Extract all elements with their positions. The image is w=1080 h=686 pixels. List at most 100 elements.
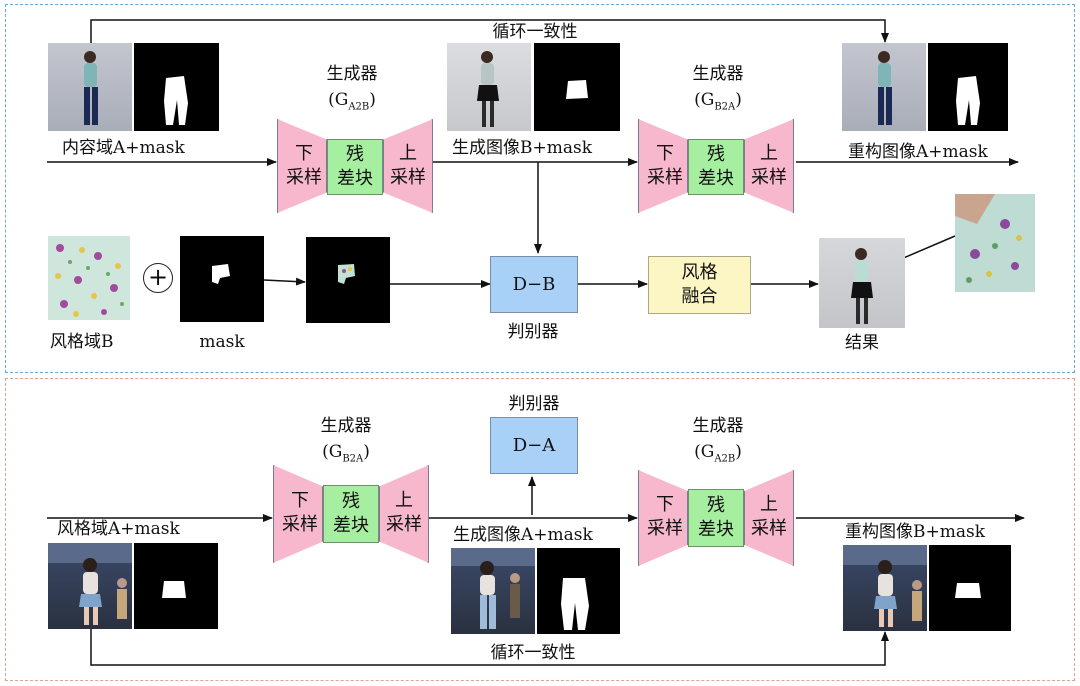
res-l1: 残	[707, 495, 725, 516]
recon-b-label: 重构图像B+mask	[845, 522, 986, 542]
generated-a-label: 生成图像A+mask	[453, 525, 593, 545]
down-l2: 采样	[647, 167, 683, 188]
content-photo	[48, 43, 132, 131]
top-gen2-up-text: 上采样	[747, 142, 791, 190]
top-gen1-symbol: (GA2B)	[328, 90, 376, 113]
recon-a-mask	[928, 43, 1008, 131]
up-l2: 采样	[390, 167, 426, 188]
bottom-gen1-sub: B2A	[342, 453, 364, 465]
result-label: 结果	[845, 333, 879, 353]
up-l2: 采样	[386, 514, 422, 535]
top-gen1-resblock: 残差块	[327, 139, 383, 195]
res-l2: 差块	[698, 519, 734, 540]
bottom-gen2-down-text: 下采样	[643, 493, 687, 541]
bottom-gen2-resblock: 残差块	[688, 489, 744, 547]
result-zoom-photo	[955, 194, 1035, 292]
down-l2: 采样	[286, 167, 322, 188]
res-l2: 差块	[333, 515, 369, 536]
down-l1: 下	[291, 490, 309, 511]
discriminator-db: D−B	[490, 256, 578, 313]
bottom-gen1-name: 生成器 (GB2A)	[321, 413, 372, 472]
recon-b-mask	[929, 545, 1011, 631]
top-cycle-line	[90, 19, 889, 43]
person-figure-icon	[851, 248, 873, 324]
bottom-cycle-label: 循环一致性	[490, 643, 576, 663]
bottom-gen2-up-text: 上采样	[747, 493, 791, 541]
top-gen2-sym: G	[700, 90, 715, 110]
style-a-mask	[134, 543, 218, 629]
person-figure-icon	[843, 545, 927, 627]
res-l1: 残	[342, 491, 360, 512]
masked-style-image	[306, 237, 390, 323]
jeans-mask-icon	[561, 578, 589, 630]
up-l1: 上	[760, 143, 778, 164]
style-a-photo	[48, 543, 132, 629]
res-l1: 残	[346, 144, 364, 165]
mask-label: mask	[199, 332, 245, 352]
top-gen2-down-text: 下采样	[643, 142, 687, 190]
bottom-gen2-sub: A2B	[714, 453, 736, 465]
top-cycle-label: 循环一致性	[492, 22, 578, 42]
fusion-l2: 融合	[681, 286, 718, 307]
style-fusion-box: 风格 融合	[648, 256, 751, 314]
bottom-gen1-sym: G	[328, 442, 343, 462]
down-l2: 采样	[647, 518, 683, 539]
up-l1: 上	[395, 490, 413, 511]
person-figure-icon	[48, 543, 132, 625]
top-gen2-name: 生成器 (GB2A)	[693, 61, 744, 120]
top-gen1-title: 生成器	[326, 64, 378, 84]
up-l2: 采样	[751, 518, 787, 539]
down-l1: 下	[295, 143, 313, 164]
up-l1: 上	[760, 494, 778, 515]
floral-pattern-icon	[955, 194, 1022, 283]
skirt-mask-icon	[566, 80, 588, 99]
pants-mask-icon	[956, 76, 980, 125]
floral-pattern-icon	[55, 244, 124, 317]
recon-b-photo	[843, 545, 927, 631]
top-gen1-sym: G	[334, 90, 349, 110]
style-b-label: 风格域B	[50, 332, 114, 352]
mask-image	[180, 236, 264, 322]
shorts-mask-icon	[955, 583, 981, 598]
bottom-panel	[5, 378, 1075, 681]
person-figure-icon	[477, 51, 499, 127]
shorts-mask-icon	[162, 581, 186, 598]
masked-pattern-icon	[338, 264, 355, 284]
person-figure-icon	[84, 51, 98, 125]
top-gen1-sub: A2B	[348, 101, 370, 113]
top-gen2-title: 生成器	[692, 64, 744, 84]
bottom-gen1-symbol: (GB2A)	[322, 442, 370, 465]
plus-icon: +	[143, 263, 173, 293]
bottom-gen2-sym: G	[700, 442, 715, 462]
generated-a-photo	[451, 548, 535, 634]
blob-mask-icon	[212, 264, 230, 284]
discriminator-da: D−A	[490, 417, 578, 474]
arrow-mask-to-masked	[263, 277, 306, 286]
style-b-photo	[48, 236, 130, 320]
down-l1: 下	[656, 494, 674, 515]
recon-a-label: 重构图像A+mask	[848, 142, 988, 162]
bottom-gen1-down-text: 下采样	[278, 489, 322, 537]
res-l2: 差块	[698, 168, 734, 189]
discriminator-db-label: 判别器	[507, 322, 559, 342]
top-gen2-sub: B2A	[714, 101, 736, 113]
generated-b-photo	[447, 43, 531, 131]
bottom-gen1-title: 生成器	[320, 416, 372, 436]
bottom-gen1-resblock: 残差块	[323, 485, 379, 543]
recon-a-photo	[842, 43, 926, 131]
up-l1: 上	[399, 143, 417, 164]
style-a-label: 风格域A+mask	[57, 519, 180, 539]
bottom-gen2-symbol: (GA2B)	[694, 442, 742, 465]
bottom-cycle-line	[90, 629, 889, 666]
content-mask	[134, 43, 219, 131]
person-figure-icon	[878, 51, 892, 125]
top-gen2-resblock: 残差块	[688, 139, 744, 195]
generated-b-mask	[534, 43, 620, 131]
top-gen1-down-text: 下采样	[282, 142, 326, 190]
generated-b-label: 生成图像B+mask	[452, 138, 593, 158]
res-l2: 差块	[337, 168, 373, 189]
bottom-gen1-up-text: 上采样	[382, 489, 426, 537]
top-gen1-name: 生成器 (GA2B)	[327, 61, 378, 120]
bottom-gen2-name: 生成器 (GA2B)	[693, 413, 744, 472]
top-panel	[5, 4, 1075, 373]
